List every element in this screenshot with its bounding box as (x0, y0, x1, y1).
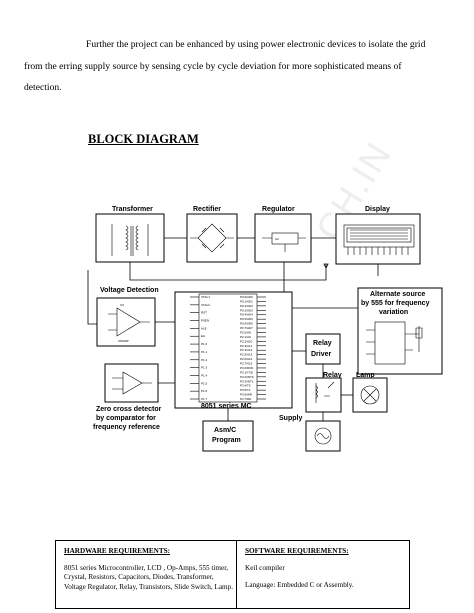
lcd-icon (343, 224, 415, 255)
voltage-detection-wire (87, 270, 175, 325)
mcu-pin-label: P2.6/A14 (240, 357, 253, 361)
hardware-requirements-box: HARDWARE REQUIREMENTS: 8051 series Micro… (55, 540, 245, 609)
alternate-source-label-2: by 555 for frequency (361, 300, 430, 307)
mcu-pin-label: P2.2/A10 (240, 339, 253, 343)
program-label-1: Asm/C (214, 427, 236, 434)
block-diagram-heading: BLOCK DIAGRAM (88, 132, 199, 146)
comparator-symbol-icon (112, 371, 152, 395)
intro-line-1: Further the project can be enhanced by u… (86, 39, 426, 50)
mcu-pin-label: P3.6/WR (240, 393, 253, 397)
zero-cross-label-3: frequency reference (93, 424, 160, 431)
intro-line-3: detection. (24, 82, 62, 93)
mcu-pin-label: P1.2 (201, 358, 208, 362)
svg-text:OPAMP: OPAMP (118, 339, 129, 343)
mcu-pin-label: P0.4/AD4 (240, 313, 253, 317)
svg-text:U2: U2 (275, 237, 279, 241)
mcu-pin-label: XTAL1 (201, 295, 210, 299)
zero-cross-label-1: Zero cross detector (96, 406, 162, 413)
mcu-pin-label: PSEN (201, 319, 209, 323)
mcu-chip-outline (198, 293, 258, 403)
transformer-to-display-wire (129, 262, 329, 281)
transformer-label: Transformer (112, 206, 153, 213)
mcu-pin-label: P3.0/RXD (240, 366, 254, 370)
mcu-pin-label: P1.3 (201, 366, 208, 370)
relay-block (305, 377, 342, 413)
software-requirements-line-1: Keil compiler (245, 563, 285, 572)
mcu-pin-label: P3.3/INT1 (240, 379, 254, 383)
mcu-pin-label: P1.5 (201, 381, 208, 385)
mcu-pin-label: P1.4 (201, 373, 208, 377)
mcu-pin-label: P0.3/AD3 (240, 308, 253, 312)
mcu-pin-label: P3.7/RD (240, 397, 252, 401)
transformer-symbol-icon (111, 224, 149, 256)
mcu-pin-label: P0.7/AD7 (240, 326, 253, 330)
mcu-pin-label: P3.5/T1 (240, 388, 251, 392)
transformer-block (95, 213, 165, 263)
mcu-pin-label: P3.1/TXD (240, 370, 254, 374)
zero-cross-label-2: by comparator for (96, 415, 156, 422)
ac-source-icon (314, 427, 332, 445)
alternate-source-block (357, 287, 443, 375)
mcu-pin-label: P2.5/A13 (240, 353, 253, 357)
mcu-pin-label: P1.6 (201, 389, 208, 393)
rectifier-label: Rectifier (193, 206, 221, 213)
mcu-pin-label: P2.3/A11 (240, 344, 252, 348)
lamp-label: Lamp (356, 372, 375, 379)
mcu-pin-label: P3.4/T0 (240, 384, 251, 388)
program-label-2: Program (212, 437, 241, 444)
supply-label: Supply (279, 415, 302, 422)
intro-paragraph: Further the project can be enhanced by u… (24, 34, 444, 99)
mcu-pin-label: P1.7 (201, 397, 208, 401)
mcu-pin-label: P0.2/AD2 (240, 304, 253, 308)
lamp-icon (360, 385, 380, 405)
relay-coil-icon (315, 381, 335, 403)
relay-driver-label-2: Driver (311, 351, 332, 358)
relay-driver-label-1: Relay (313, 340, 332, 347)
regulator-symbol-icon: U2 (262, 232, 306, 252)
mcu-pin-label: P2.7/A15 (240, 362, 253, 366)
mcu-label: 8051 series MC (201, 403, 252, 410)
mcu-pin-label: P0.6/AD6 (240, 322, 253, 326)
intro-line-2: from the erring supply source by sensing… (24, 60, 402, 72)
mcu-pin-label: P2.0/A8 (240, 330, 251, 334)
mcu-pin-label: P1.1 (201, 350, 208, 354)
relay-label: Relay (323, 372, 342, 379)
display-label: Display (365, 206, 390, 213)
mcu-pin-label: P1.0 (201, 342, 208, 346)
timer-555-icon (366, 321, 423, 365)
hardware-requirements-title: HARDWARE REQUIREMENTS: (64, 547, 171, 555)
mcu-pin-label: ALE (201, 326, 207, 330)
microcontroller-block (174, 291, 293, 409)
bridge-rectifier-icon (190, 223, 234, 253)
software-requirements-box: SOFTWARE REQUIREMENTS: Keil compiler Lan… (236, 540, 410, 609)
mcu-pin-label: XTAL2 (201, 303, 210, 307)
svg-text:U3: U3 (120, 303, 124, 307)
mcu-pin-label: P0.1/AD1 (240, 299, 253, 303)
relay-driver-block (305, 333, 341, 365)
mcu-pin-label: P3.2/INT0 (240, 375, 254, 379)
alternate-source-label-3: variation (379, 309, 408, 316)
mcu-pin-label: P0.0/AD0 (240, 295, 253, 299)
regulator-label: Regulator (262, 206, 295, 213)
hardware-requirements-body: 8051 series Microcontroller, LCD , Op-Am… (64, 563, 234, 591)
program-block (202, 420, 254, 452)
mcu-pin-label: P0.5/AD5 (240, 317, 253, 321)
mcu-pin-label: RST (201, 311, 207, 315)
mcu-pin-label: P2.1/A9 (240, 335, 251, 339)
software-requirements-line-2: Language: Embedded C or Assembly. (245, 581, 354, 589)
voltage-detection-label: Voltage Detection (100, 287, 159, 294)
mcu-pin-label: P2.4/A12 (240, 348, 253, 352)
software-requirements-title: SOFTWARE REQUIREMENTS: (245, 547, 349, 555)
opamp-symbol-icon: U3 OPAMP (108, 303, 150, 343)
mcu-right-pins: P0.0/AD0P0.1/AD1P0.2/AD2P0.3/AD3P0.4/AD4… (240, 295, 266, 401)
alternate-source-label-1: Alternate source (370, 291, 425, 298)
mcu-pin-label: EA (201, 334, 205, 338)
